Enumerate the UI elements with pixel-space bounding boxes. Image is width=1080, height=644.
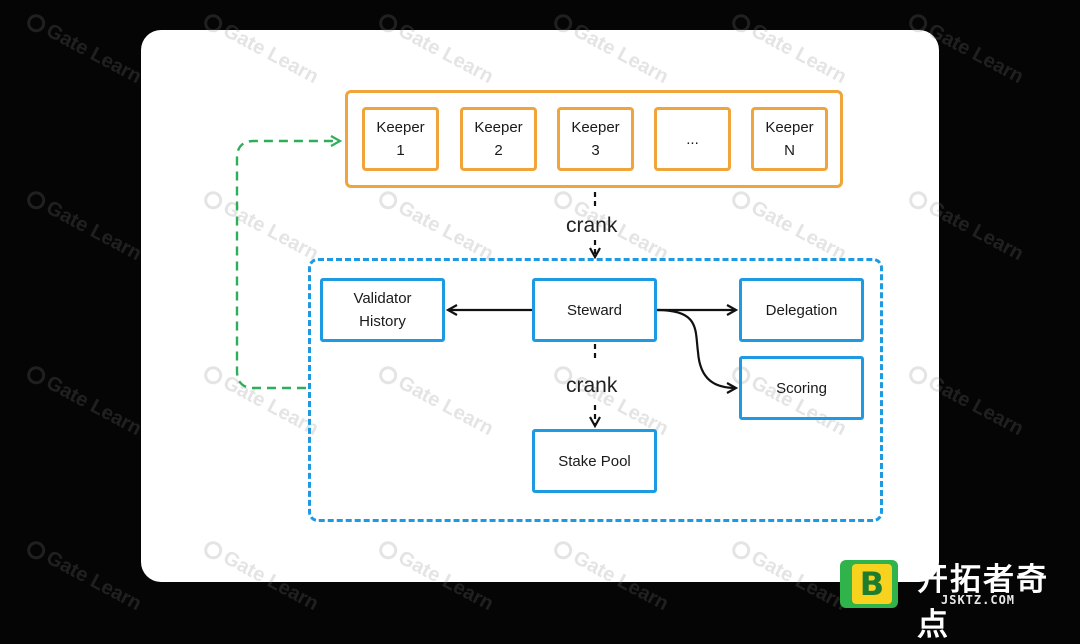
site-logo: B 开拓者奇点 JSKTZ.COM <box>833 546 1080 643</box>
steward-node: Steward <box>532 278 657 342</box>
stake-pool-node: Stake Pool <box>532 429 657 493</box>
delegation-node: Delegation <box>739 278 864 342</box>
diagram-edges <box>235 0 1080 615</box>
logo-url: JSKTZ.COM <box>941 593 1016 607</box>
logo-mark-icon: B <box>840 560 898 608</box>
crank-label-top: crank <box>566 214 618 237</box>
keepers-group <box>345 90 843 188</box>
steward-program-group <box>308 258 883 522</box>
keeper-ellipsis-node: ... <box>654 107 731 171</box>
edge-program-feedback-to-keepers <box>235 141 340 390</box>
scoring-node: Scoring <box>739 356 864 420</box>
crank-label-bottom: crank <box>566 374 618 397</box>
edge-steward-to-scoring <box>656 308 736 388</box>
